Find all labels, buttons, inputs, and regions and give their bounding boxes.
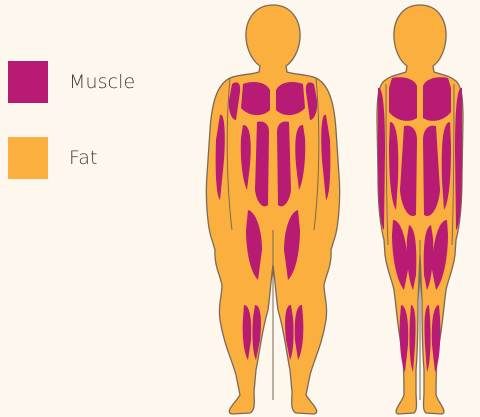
left-chest-r (276, 82, 305, 115)
left-chest-l (241, 82, 270, 115)
right-chest-r (423, 77, 451, 121)
right-chest-l (389, 77, 417, 121)
left-abs-l (255, 121, 269, 206)
left-abs-r (277, 121, 291, 206)
figure-right (377, 5, 463, 414)
figure-left (206, 5, 339, 414)
